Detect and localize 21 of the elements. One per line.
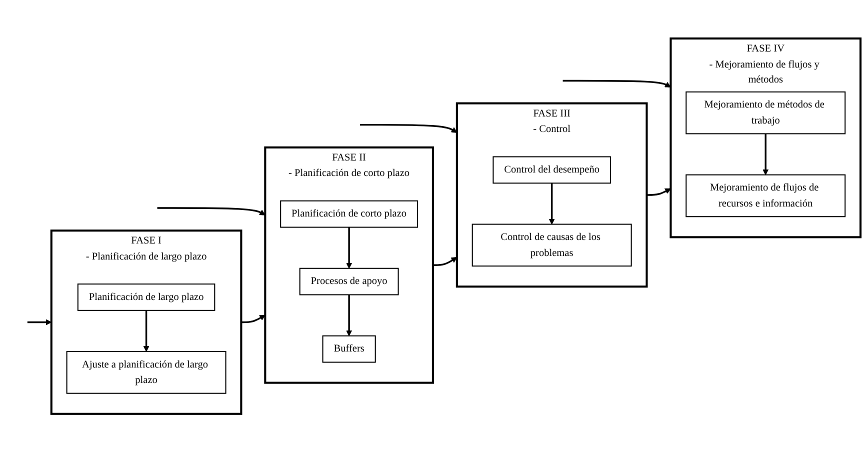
arrow xyxy=(646,188,671,196)
arrow xyxy=(27,319,52,326)
process-box: Ajuste a planificación de largo plazo xyxy=(66,350,226,394)
process-box: Mejoramiento de flujos de recursos e información xyxy=(686,174,846,217)
process-box: Planificación de largo plazo xyxy=(77,283,216,311)
arrow xyxy=(360,124,458,133)
process-box: Buffers xyxy=(322,335,376,363)
arrow xyxy=(346,294,352,336)
process-box: Procesos de apoyo xyxy=(299,268,399,296)
arrow xyxy=(241,314,266,323)
arrow xyxy=(157,206,266,216)
process-box: Control del desempeño xyxy=(492,156,611,184)
arrow xyxy=(432,256,458,266)
arrow xyxy=(346,227,352,268)
arrow xyxy=(562,80,671,88)
arrow xyxy=(548,182,555,224)
arrow xyxy=(143,310,150,352)
arrow xyxy=(762,134,769,175)
process-box: Planificación de corto plazo xyxy=(280,200,418,228)
process-box: Mejoramiento de métodos de trabajo xyxy=(686,91,846,134)
process-box: Control de causas de los problemas xyxy=(472,224,632,266)
